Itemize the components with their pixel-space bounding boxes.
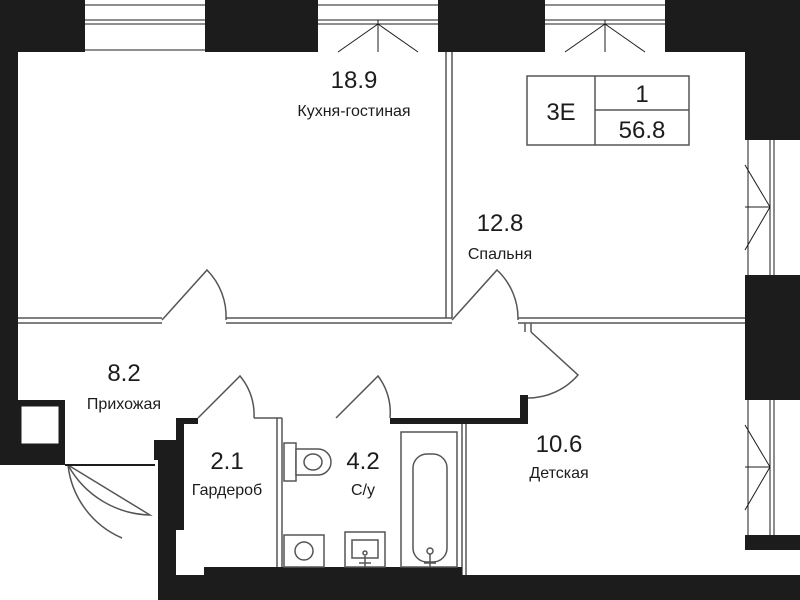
toilet — [283, 442, 332, 482]
room-name: Прихожая — [87, 396, 161, 413]
door-bathroom — [335, 374, 392, 419]
room-name: Детская — [529, 465, 588, 482]
room-area: 18.9 — [331, 67, 378, 94]
window-right-upper — [744, 140, 800, 275]
room-hallway: 8.2 Прихожая — [87, 360, 161, 413]
window-top-right — [545, 0, 665, 53]
door-bedroom — [451, 268, 519, 321]
walls-inner — [176, 395, 528, 575]
door-kitchen — [161, 268, 227, 321]
door-wardrobe — [197, 374, 255, 419]
room-bedroom: 12.8 Спальня — [468, 210, 532, 263]
room-bathroom: 4.2 С/у — [346, 448, 379, 499]
room-name: С/у — [351, 482, 375, 499]
room-name: Спальня — [468, 246, 532, 263]
apartment-type-code: 3E — [546, 99, 575, 126]
room-area: 2.1 — [210, 448, 243, 475]
washing-machine — [283, 534, 325, 568]
room-kids: 10.6 Детская — [529, 431, 588, 482]
room-area: 4.2 — [346, 448, 379, 475]
room-name: Кухня-гостиная — [297, 103, 410, 120]
sink — [344, 531, 386, 568]
partitions — [18, 52, 745, 575]
window-top-center — [318, 0, 438, 53]
niche — [176, 530, 204, 575]
bathtub — [400, 431, 458, 568]
room-wardrobe: 2.1 Гардероб — [192, 448, 262, 499]
wall-column-small — [154, 440, 176, 460]
wall-bottom — [158, 575, 800, 600]
room-area: 8.2 — [107, 360, 140, 387]
door-kids — [527, 331, 580, 399]
apartment-rooms-count: 1 — [635, 81, 648, 108]
apartment-total-area: 56.8 — [619, 117, 666, 144]
window-right-lower — [744, 400, 800, 535]
door-entrance — [67, 464, 153, 516]
room-name: Гардероб — [192, 482, 262, 499]
room-area: 12.8 — [477, 210, 524, 237]
room-area: 10.6 — [536, 431, 583, 458]
shaft — [18, 403, 62, 447]
room-kitchen-living: 18.9 Кухня-гостиная — [297, 67, 410, 120]
doors — [67, 268, 580, 539]
wall-wardrobe-left — [158, 440, 176, 600]
wall-left — [0, 0, 18, 465]
apartment-badge: 3E 1 56.8 — [526, 75, 690, 146]
window-top-left — [85, 0, 205, 52]
